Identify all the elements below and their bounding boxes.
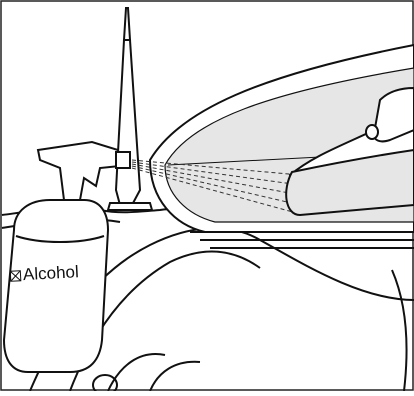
bottle-label: Alcohol [10,262,80,286]
checkbox-icon [10,270,22,282]
bottle-label-text: Alcohol [23,262,80,285]
